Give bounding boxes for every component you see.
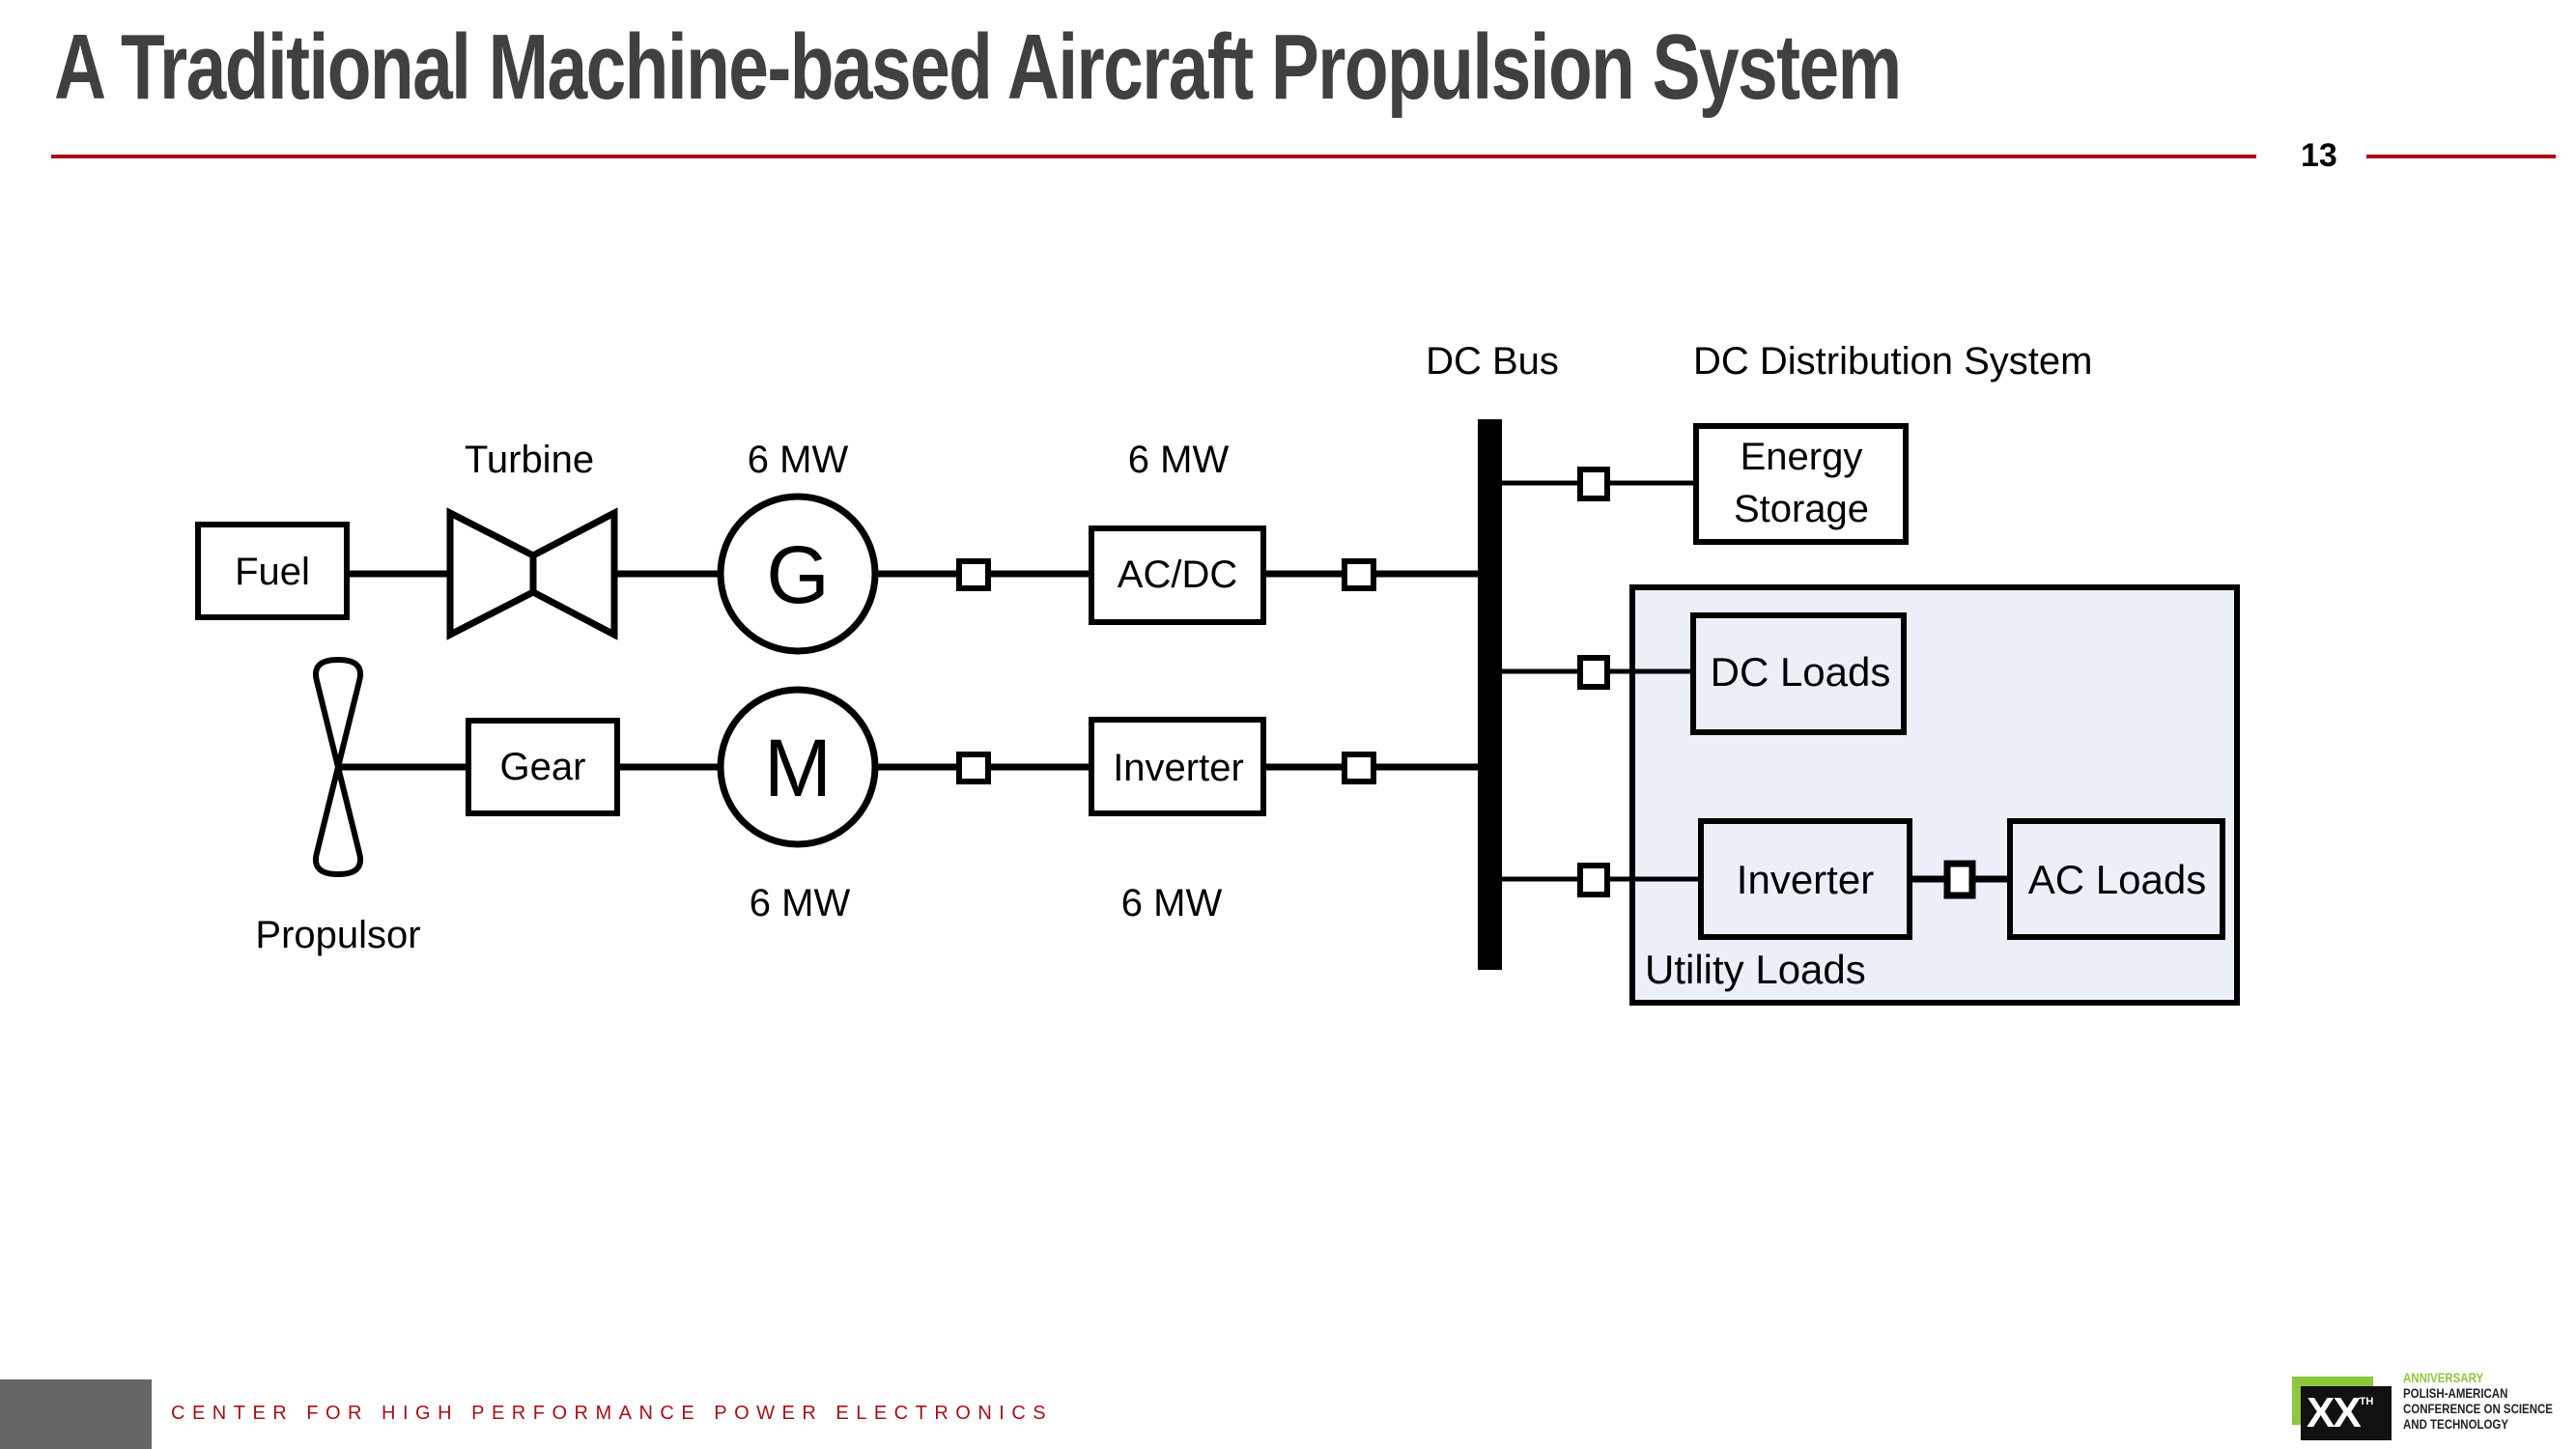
utility-inverter-label: Inverter [1737,857,1874,902]
logo-mark: XXTH [2301,1386,2392,1440]
footer-gray-block [0,1379,152,1449]
page-number: 13 [2301,137,2337,174]
slide-title: A Traditional Machine-based Aircraft Pro… [54,15,1902,119]
breaker-icon [1577,863,1610,897]
logo-line-3: CONFERENCE ON SCIENCE [2403,1402,2553,1416]
breaker-icon [1342,558,1376,591]
utility-loads-label: Utility Loads [1645,947,1866,992]
acdc-rating: 6 MW [1128,439,1230,481]
propulsor-label: Propulsor [255,914,420,956]
dc-bus-label: DC Bus [1426,340,1559,383]
dc-bus-bar [1478,419,1502,970]
breaker-icon [1577,655,1610,690]
inverter-label: Inverter [1113,747,1244,789]
title-rule-right [2366,155,2556,158]
ac-loads-block [2007,818,2225,940]
dc-loads-block [1690,612,1907,735]
inverter-rating: 6 MW [1121,882,1223,924]
energy-storage-block [1693,423,1909,545]
turbine-icon [446,507,618,640]
generator-symbol: G [766,529,829,620]
logo-text: ANNIVERSARY POLISH-AMERICAN CONFERENCE O… [2403,1371,2553,1433]
ac-loads-label: AC Loads [2028,857,2206,902]
gear-block [466,718,620,816]
dc-distribution-label: DC Distribution System [1693,340,2092,383]
turbine-label: Turbine [465,439,594,481]
logo-mark-sup: TH [2359,1396,2374,1407]
logo-line-2: POLISH-AMERICAN [2403,1386,2508,1401]
breaker-icon [956,558,991,591]
generator-rating: 6 MW [748,439,849,481]
energy-storage-label-line2: Storage [1734,488,1869,530]
fuel-block [195,522,350,620]
motor-icon [717,686,879,848]
breaker-icon [1577,467,1610,501]
motor-rating: 6 MW [750,882,851,924]
propulsor-icon [313,656,363,878]
logo-line-1: ANNIVERSARY [2403,1371,2484,1385]
dc-loads-label: DC Loads [1711,649,1891,695]
fuel-label: Fuel [235,551,310,593]
logo-line-4: AND TECHNOLOGY [2403,1417,2509,1432]
conference-logo: XXTH ANNIVERSARY POLISH-AMERICAN CONFERE… [2287,1365,2567,1440]
title-rule-left [51,155,2256,158]
acdc-converter-block [1089,526,1266,625]
gear-label: Gear [500,746,586,788]
energy-storage-label-line1: Energy [1741,436,1863,478]
motor-symbol: M [764,723,832,813]
breaker-icon [1342,752,1376,784]
footer-organization: CENTER FOR HIGH PERFORMANCE POWER ELECTR… [171,1403,1054,1424]
breaker-icon [1943,860,1976,899]
inverter-block [1089,717,1266,816]
logo-mark-text: XX [2307,1389,2362,1436]
generator-icon [717,493,879,655]
breaker-icon [956,752,991,784]
utility-inverter-block [1698,818,1912,940]
acdc-label: AC/DC [1118,554,1237,596]
